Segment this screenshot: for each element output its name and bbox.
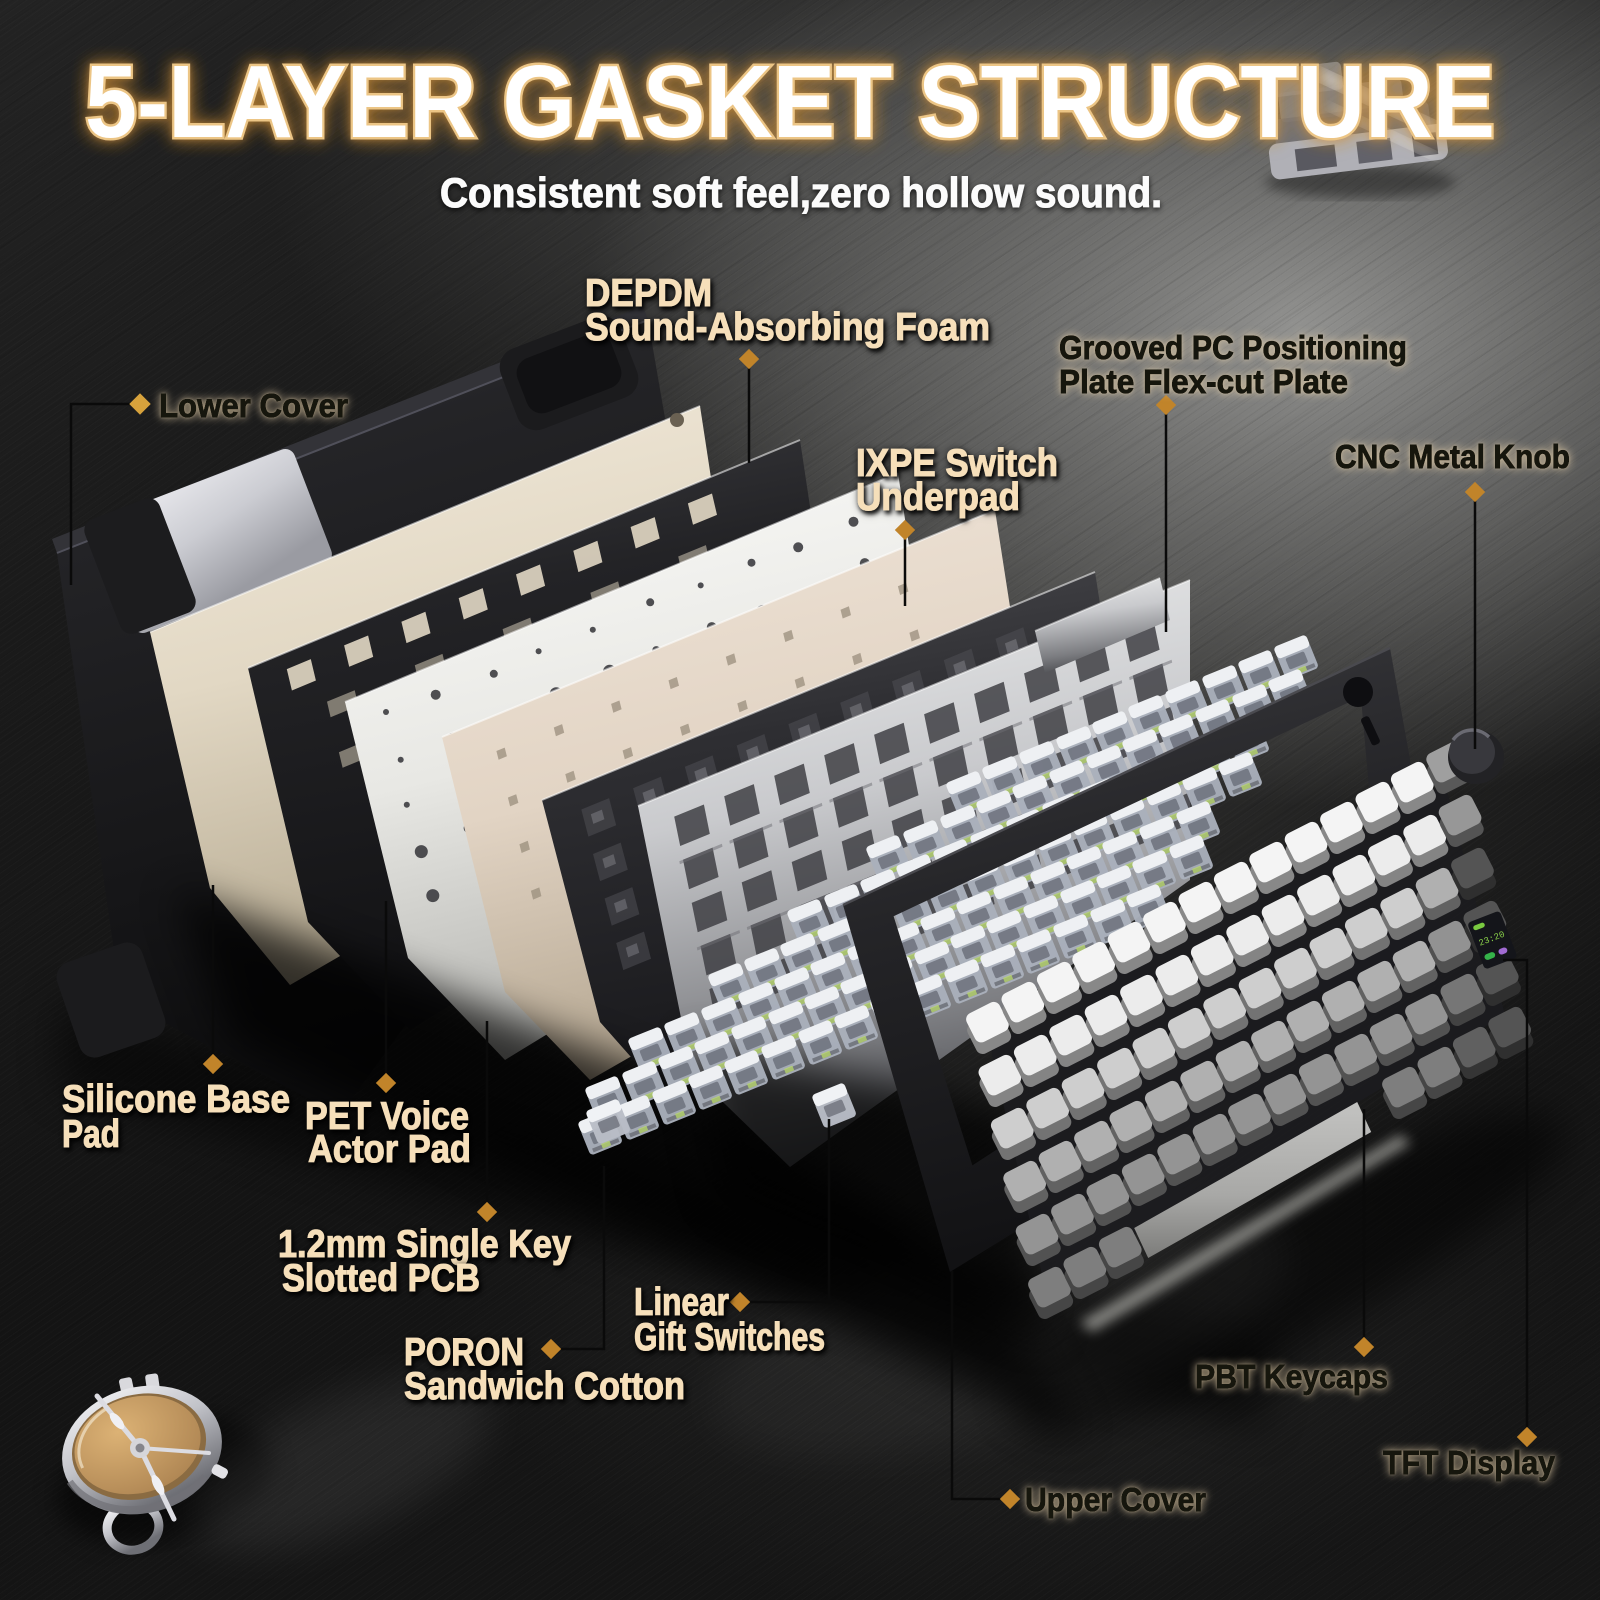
svg-text:Sound-Absorbing Foam: Sound-Absorbing Foam — [585, 306, 990, 349]
svg-text:Actor Pad: Actor Pad — [308, 1128, 471, 1171]
svg-text:TFT Display: TFT Display — [1383, 1444, 1556, 1481]
svg-text:DEPDM: DEPDM — [585, 272, 712, 315]
svg-text:Lower Cover: Lower Cover — [159, 387, 348, 424]
svg-text:Plate Flex-cut Plate: Plate Flex-cut Plate — [1059, 363, 1348, 400]
svg-text:Sandwich Cotton: Sandwich Cotton — [404, 1365, 685, 1408]
svg-text:Grooved PC Positioning: Grooved PC Positioning — [1059, 329, 1407, 366]
svg-text:Linear: Linear — [634, 1281, 729, 1324]
svg-text:Underpad: Underpad — [856, 476, 1020, 519]
svg-text:Silicone Base: Silicone Base — [62, 1078, 290, 1121]
svg-text:5-LAYER GASKET STRUCTURE: 5-LAYER GASKET STRUCTURE — [85, 44, 1495, 159]
svg-text:CNC Metal Knob: CNC Metal Knob — [1335, 438, 1570, 475]
svg-text:PET Voice: PET Voice — [305, 1095, 469, 1138]
svg-text:PBT Keycaps: PBT Keycaps — [1195, 1358, 1388, 1395]
svg-text:Upper Cover: Upper Cover — [1025, 1481, 1206, 1518]
svg-text:1.2mm Single Key: 1.2mm Single Key — [278, 1223, 571, 1266]
svg-text:Consistent soft feel,zero holl: Consistent soft feel,zero hollow sound. — [440, 169, 1162, 216]
svg-text:IXPE Switch: IXPE Switch — [856, 442, 1058, 485]
svg-text:Slotted PCB: Slotted PCB — [282, 1257, 480, 1300]
svg-text:Gift Switches: Gift Switches — [634, 1316, 825, 1359]
svg-text:Pad: Pad — [62, 1113, 120, 1156]
svg-text:PORON: PORON — [404, 1331, 524, 1374]
